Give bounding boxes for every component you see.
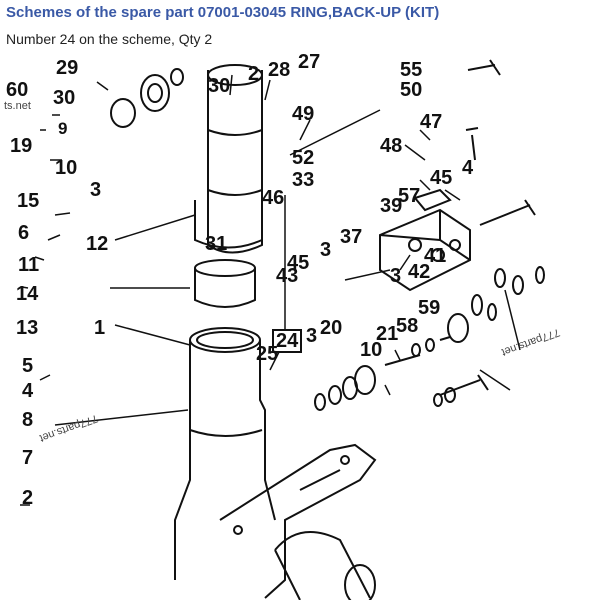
callout-1: 1 bbox=[94, 317, 106, 339]
seal-stack bbox=[354, 365, 376, 395]
callout-29: 29 bbox=[56, 57, 79, 79]
callout-39: 39 bbox=[380, 195, 403, 217]
callout-30: 30 bbox=[53, 87, 76, 109]
callout-4: 4 bbox=[22, 380, 34, 402]
callout-2-center: 2 bbox=[248, 63, 260, 85]
callout-48: 48 bbox=[380, 135, 403, 157]
callout-33: 33 bbox=[292, 169, 315, 191]
callout-57: 57 bbox=[398, 185, 421, 207]
callout-58: 58 bbox=[396, 315, 419, 337]
callout-30-center: 30 bbox=[208, 75, 231, 97]
snap-ring bbox=[110, 98, 136, 128]
callout-10-right: 10 bbox=[360, 339, 383, 361]
callout-3-mid: 3 bbox=[320, 239, 332, 261]
bushing bbox=[194, 259, 256, 277]
callout-24-highlighted[interactable]: 24 bbox=[272, 329, 303, 353]
callout-21: 21 bbox=[376, 323, 399, 345]
callout-19: 19 bbox=[10, 135, 33, 157]
callout-47: 47 bbox=[420, 111, 443, 133]
parts-scheme-diagram: 29 60 30 9 19 10 3 15 6 12 11 14 13 1 5 … bbox=[0, 50, 600, 600]
callout-45: 45 bbox=[287, 252, 310, 274]
callout-49: 49 bbox=[292, 103, 315, 125]
upper-cylinder bbox=[207, 70, 263, 254]
callout-59: 59 bbox=[418, 297, 441, 319]
watermark: ts.net bbox=[4, 100, 31, 112]
callout-28: 28 bbox=[268, 59, 291, 81]
callout-3-lower: 3 bbox=[306, 325, 318, 347]
callout-9: 9 bbox=[58, 119, 68, 138]
callout-11: 11 bbox=[18, 254, 40, 276]
callout-8: 8 bbox=[22, 409, 34, 431]
callout-37: 37 bbox=[340, 226, 363, 248]
callout-41: 41 bbox=[424, 245, 447, 267]
callout-45-right: 45 bbox=[430, 167, 453, 189]
lower-cylinder bbox=[174, 340, 276, 580]
callout-20: 20 bbox=[320, 317, 343, 339]
callout-31: 31 bbox=[205, 233, 228, 255]
callout-50: 50 bbox=[400, 79, 423, 101]
callout-5: 5 bbox=[22, 355, 34, 377]
page-title: Schemes of the spare part 07001-03045 RI… bbox=[6, 4, 440, 21]
callout-6: 6 bbox=[18, 222, 30, 244]
callout-12: 12 bbox=[86, 233, 109, 255]
lower-drum bbox=[274, 531, 371, 600]
valve-block bbox=[379, 208, 471, 292]
callout-27: 27 bbox=[298, 51, 321, 73]
callout-46: 46 bbox=[262, 187, 285, 209]
frame-plate bbox=[219, 443, 377, 599]
callout-4-right: 4 bbox=[462, 157, 474, 179]
flange bbox=[447, 313, 469, 343]
bearing-upper bbox=[140, 74, 170, 112]
callout-60: 60 bbox=[6, 79, 29, 101]
part-position-info: Number 24 on the scheme, Qty 2 bbox=[6, 31, 213, 47]
callout-3-right: 3 bbox=[390, 265, 402, 287]
callout-13: 13 bbox=[16, 317, 39, 339]
scheme-drawing bbox=[20, 59, 545, 600]
callout-3: 3 bbox=[90, 179, 102, 201]
callout-10: 10 bbox=[55, 157, 78, 179]
callout-2: 2 bbox=[22, 487, 34, 509]
callout-52: 52 bbox=[292, 147, 315, 169]
callout-7: 7 bbox=[22, 447, 34, 469]
callout-42: 42 bbox=[408, 261, 431, 283]
callout-14: 14 bbox=[16, 283, 39, 305]
callout-15: 15 bbox=[17, 190, 40, 212]
callout-25: 25 bbox=[256, 343, 279, 365]
callout-43: 43 bbox=[276, 265, 299, 287]
callout-55: 55 bbox=[400, 59, 423, 81]
